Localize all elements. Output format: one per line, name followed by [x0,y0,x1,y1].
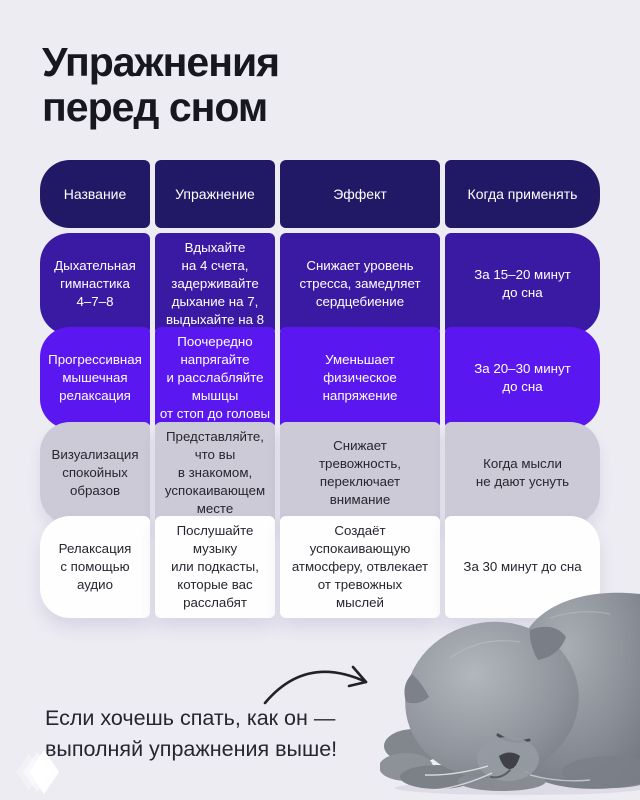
header-cell-when: Когда применять [445,160,600,228]
cell-breathing-effect: Снижает уровень стресса, замедляет сердц… [280,233,440,335]
cell-muscle-exercise: Поочередно напрягайте и расслабляйте мыш… [155,327,275,429]
cell-muscle-effect: Уменьшает физическое напряжение [280,327,440,429]
table-row: Прогрессивная мышечная релаксация Поочер… [40,327,600,429]
cell-visual-effect: Снижает тревожность, переключает внимани… [280,422,440,524]
page-title: Упражнения перед сном [42,39,280,131]
cell-muscle-name: Прогрессивная мышечная релаксация [40,327,150,429]
cell-audio-effect: Создаёт успокаивающую атмосферу, отвлека… [280,516,440,618]
cell-audio-name: Релаксация с помощью аудио [40,516,150,618]
header-cell-effect: Эффект [280,160,440,228]
footer-caption: Если хочешь спать, как он — выполняй упр… [45,706,338,762]
header-cell-exercise: Упражнение [155,160,275,228]
cat-image [380,592,640,795]
table-header-row: Название Упражнение Эффект Когда применя… [40,160,600,228]
cell-visual-exercise: Представляйте, что вы в знакомом, успока… [155,422,275,524]
table-row: Дыхательная гимнастика 4–7–8 Вдыхайте на… [40,233,600,335]
cell-breathing-name: Дыхательная гимнастика 4–7–8 [40,233,150,335]
cell-audio-exercise: Послушайте музыку или подкасты, которые … [155,516,275,618]
cell-audio-when: За 30 минут до сна [445,516,600,618]
header-cell-name: Название [40,160,150,228]
cell-breathing-when: За 15–20 минут до сна [445,233,600,335]
cell-breathing-exercise: Вдыхайте на 4 счета, задерживайте дыхани… [155,233,275,335]
arrow-icon [263,665,368,705]
table-row: Визуализация спокойных образов Представл… [40,422,600,524]
table-row: Релаксация с помощью аудио Послушайте му… [40,516,600,618]
logo-diamond-icon [16,750,59,794]
cell-muscle-when: За 20–30 минут до сна [445,327,600,429]
exercises-table: Название Упражнение Эффект Когда применя… [40,160,600,618]
cell-visual-when: Когда мысли не дают уснуть [445,422,600,524]
cell-visual-name: Визуализация спокойных образов [40,422,150,524]
